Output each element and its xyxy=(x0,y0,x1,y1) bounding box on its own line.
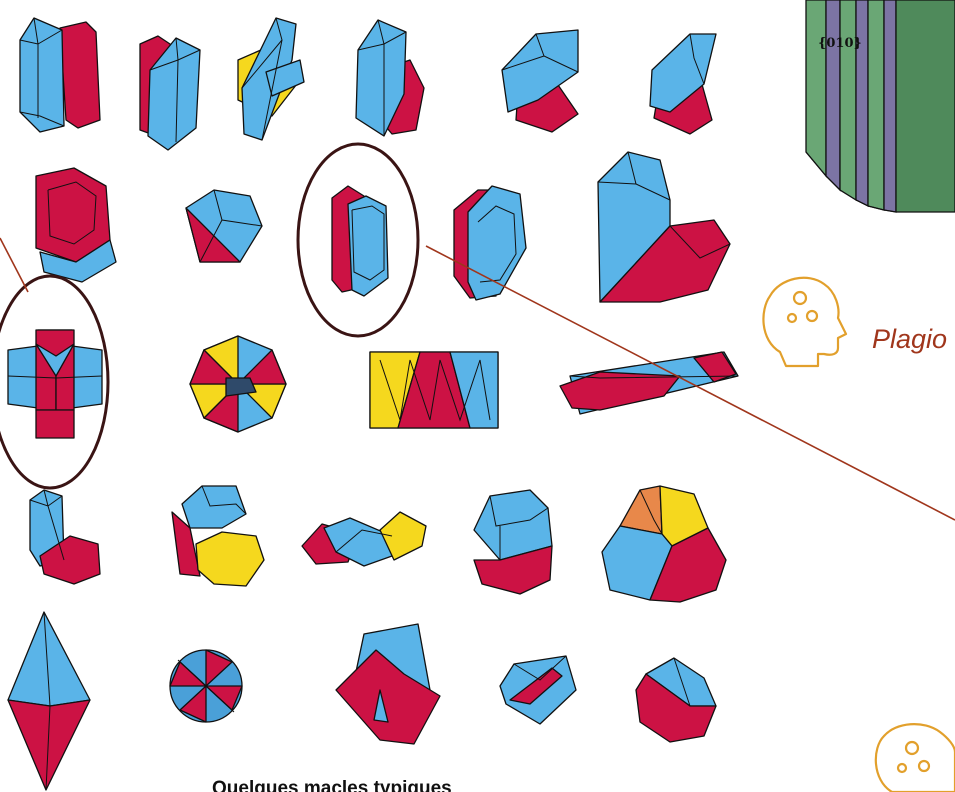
thinking-head-icon-bottom xyxy=(876,724,955,792)
crystal-twin-r1c1 xyxy=(20,18,100,132)
crystal-twin-r5c4 xyxy=(500,656,576,724)
crystal-twin-r5c1 xyxy=(8,612,90,790)
crystal-twin-r2c5 xyxy=(598,152,730,302)
crystal-twin-r4c2 xyxy=(172,486,264,586)
crystal-twin-r4c1 xyxy=(30,490,100,584)
crystal-twin-r4c5 xyxy=(602,486,726,602)
crystal-twin-r5c3 xyxy=(336,624,440,744)
plagioclase-label: Plagio xyxy=(872,324,947,355)
crystal-twin-r2c4 xyxy=(454,186,526,300)
crystal-twin-r5c5 xyxy=(636,658,716,742)
crystal-twin-r2c3 xyxy=(332,186,388,296)
crystal-twin-r4c3 xyxy=(302,512,426,566)
lamellar-crystal xyxy=(806,0,955,212)
figure-caption: Quelques macles typiques xyxy=(212,778,452,792)
crystal-twin-r2c1 xyxy=(36,168,116,282)
crystal-twin-r4c4 xyxy=(474,490,552,594)
crystal-twin-r1c4 xyxy=(356,20,424,136)
crystal-twin-r2c2 xyxy=(186,190,262,262)
crystal-twin-r1c2 xyxy=(140,36,200,150)
crystal-twin-r5c2 xyxy=(170,650,242,722)
crystal-twin-r3c2 xyxy=(190,336,286,432)
lamella-face-label: {010} xyxy=(818,36,862,51)
crystal-twin-r1c6 xyxy=(650,34,716,134)
crystal-twin-r3c3 xyxy=(370,352,498,428)
crystal-twin-r1c3 xyxy=(238,18,304,140)
thinking-head-icon xyxy=(763,278,846,366)
crystal-twin-r3c1 xyxy=(8,330,102,438)
connector-line-left xyxy=(0,238,28,292)
crystal-twin-r1c5 xyxy=(502,30,578,132)
